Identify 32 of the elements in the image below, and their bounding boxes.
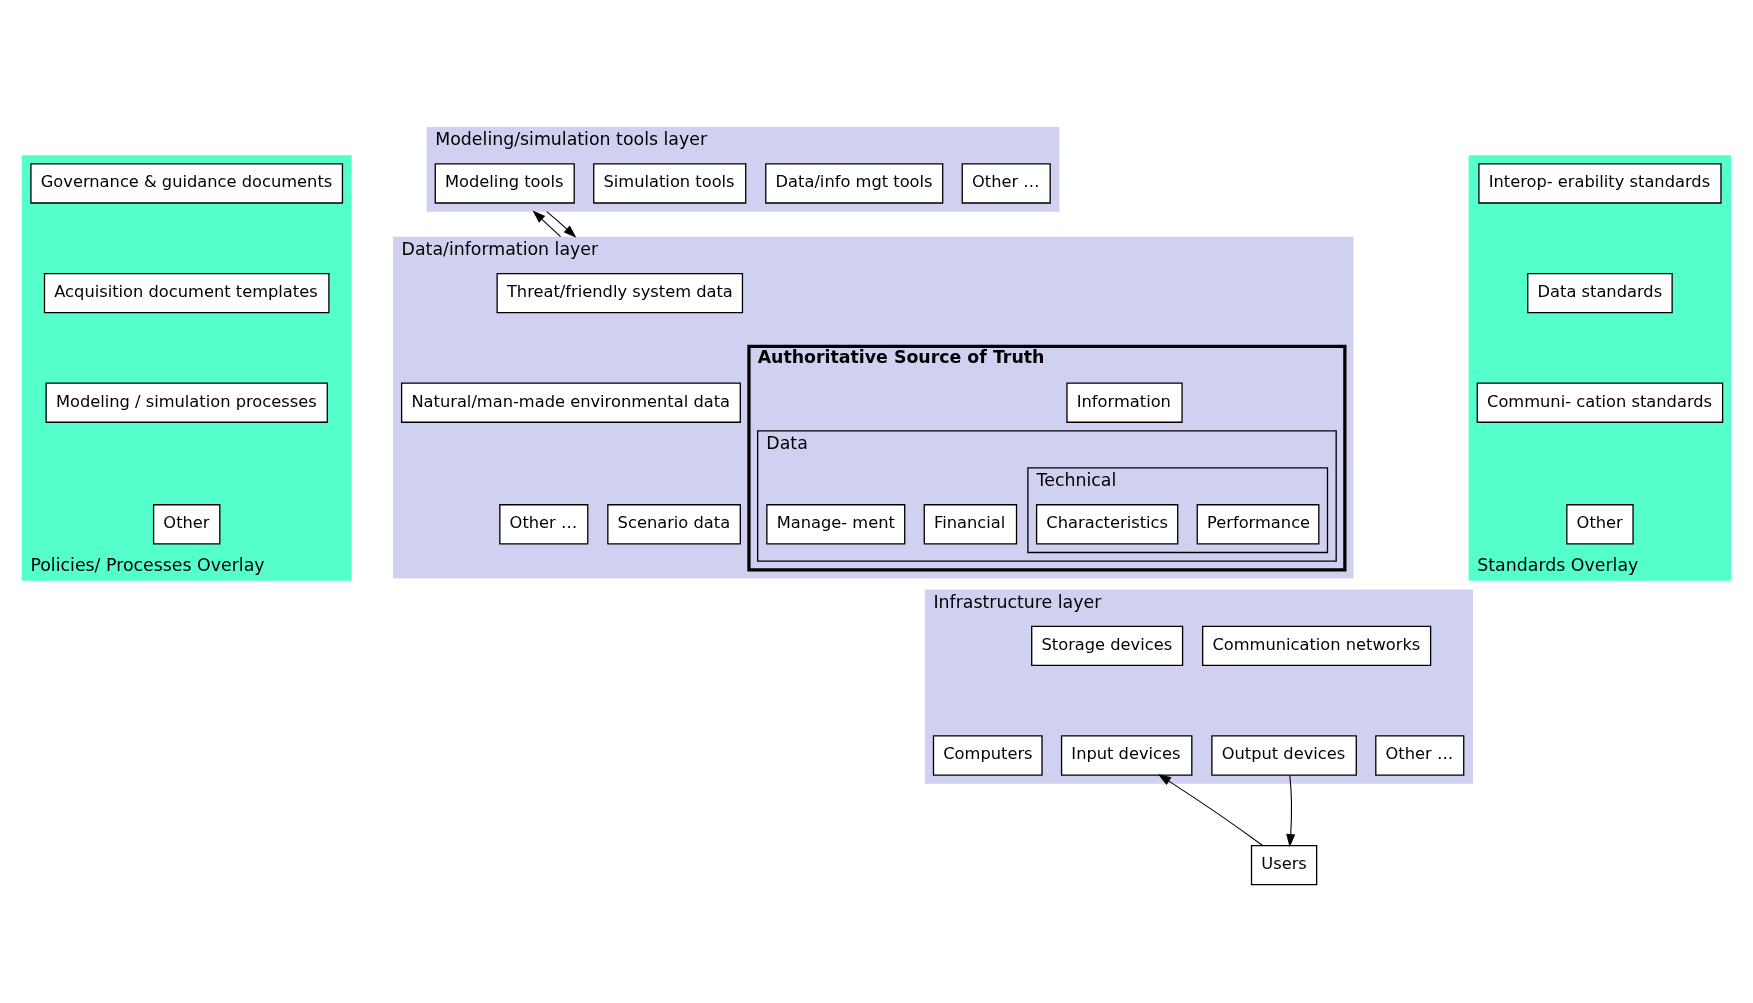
node-box: Data/info mgt tools: [765, 163, 944, 204]
node-box: Manage- ment: [766, 504, 906, 545]
node-box: Communi- cation standards: [1476, 382, 1724, 423]
node-box: Data standards: [1527, 272, 1673, 314]
node-box: Performance: [1196, 504, 1320, 545]
arrow: [1286, 774, 1296, 848]
node-box: Information: [1066, 382, 1183, 423]
node-box: Other …: [499, 504, 589, 545]
arrow: [1158, 774, 1264, 846]
node-box: Modeling tools: [434, 163, 575, 204]
arrow: [546, 211, 577, 238]
node-box: Natural/man-made environmental data: [400, 382, 741, 423]
node-box: Governance & guidance documents: [30, 163, 344, 204]
node-box: Users: [1250, 844, 1318, 886]
node-box: Threat/friendly system data: [496, 272, 744, 314]
node-box: Output devices: [1211, 735, 1357, 776]
arrow: [532, 210, 562, 238]
node-box: Interop- erability standards: [1478, 163, 1722, 204]
node-box: Acquisition document templates: [43, 272, 330, 314]
node-box: Simulation tools: [593, 163, 747, 204]
node-box: Input devices: [1060, 735, 1193, 776]
node-box: Storage devices: [1031, 625, 1184, 667]
node-box: Characteristics: [1035, 504, 1179, 545]
node-box: Scenario data: [607, 504, 741, 545]
node-box: Other: [152, 504, 221, 545]
node-box: Other …: [1375, 735, 1465, 776]
node-box: Other …: [961, 163, 1051, 204]
node-box: Other: [1566, 504, 1634, 545]
node-box: Communication networks: [1202, 625, 1432, 667]
node-box: Modeling / simulation processes: [45, 382, 328, 423]
node-box: Financial: [923, 504, 1018, 545]
node-box: Computers: [932, 735, 1043, 776]
